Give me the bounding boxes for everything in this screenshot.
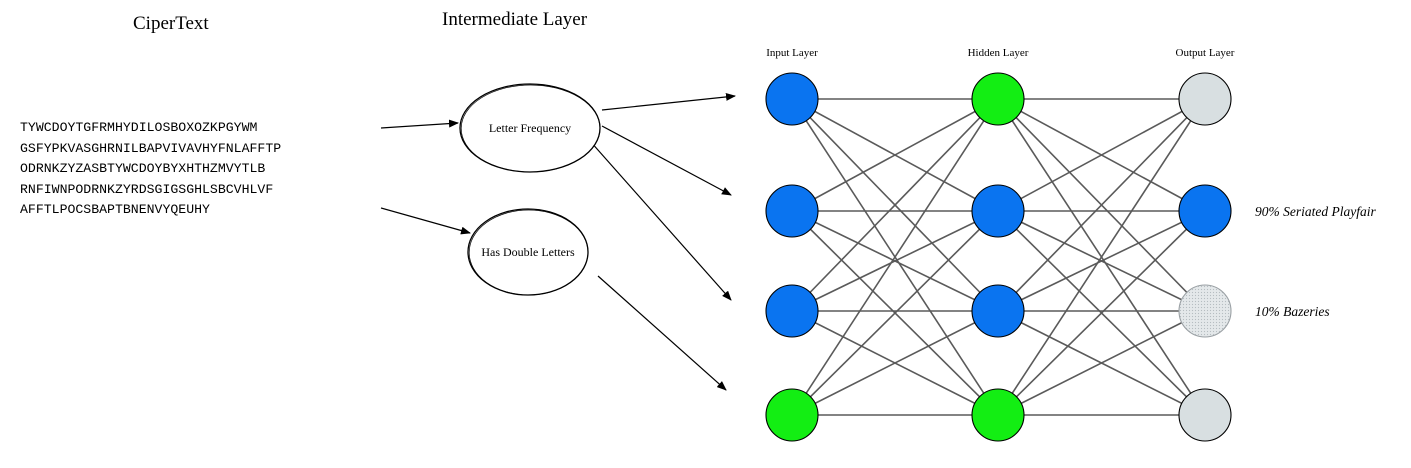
arrow <box>597 275 727 391</box>
ciphertext-line: ODRNKZYZASBTYWCDOYBYXHTHZMVYTLB <box>20 161 266 177</box>
connection-edge <box>997 210 1206 416</box>
feature-node-outline <box>468 209 589 296</box>
network-node <box>765 284 819 338</box>
network-node <box>1178 184 1232 238</box>
connection-edge <box>997 210 1206 312</box>
network-labels: Input Layer Hidden Layer Output Layer 90% S… <box>766 47 1376 319</box>
ciphertext-line: AFFTLPOCSBAPTBNENVYQEUHY <box>20 202 210 218</box>
network-node <box>971 184 1025 238</box>
layer-label: Output Layer <box>1176 47 1235 59</box>
network-node <box>765 184 819 238</box>
connection-edge <box>791 210 999 312</box>
flow-arrows <box>380 92 736 391</box>
connection-edge <box>997 98 1206 212</box>
arrow <box>380 119 459 129</box>
network-node <box>971 284 1025 338</box>
intermediate-layer-title: Intermediate Layer <box>442 9 588 30</box>
feature-label: Letter Frequency <box>489 121 571 135</box>
arrow <box>380 207 471 235</box>
arrow <box>589 140 732 301</box>
network-node <box>1178 284 1232 338</box>
arrow <box>601 92 736 111</box>
layer-label: Hidden Layer <box>968 47 1029 59</box>
network-nodes <box>765 72 1232 442</box>
network-node <box>765 388 819 442</box>
feature-label: Has Double Letters <box>481 245 575 259</box>
network-node <box>765 72 819 126</box>
network-node <box>1178 72 1232 126</box>
network-node <box>971 388 1025 442</box>
connection-edge <box>997 98 1206 312</box>
connection-edge <box>791 98 999 416</box>
connection-edge <box>791 310 999 416</box>
network-connections <box>791 98 1206 416</box>
layer-label: Input Layer <box>766 47 818 59</box>
output-probability-label: 10% Bazeries <box>1255 304 1330 319</box>
connection-edge <box>997 98 1206 416</box>
ciphertext-line: GSFYPKVASGHRNILBAPVIVAVHYFNLAFFTP <box>20 140 282 156</box>
ciphertext-title: CiperText <box>133 13 209 34</box>
feature-node-outline <box>460 84 601 173</box>
network-node <box>1178 388 1232 442</box>
network-node <box>971 72 1025 126</box>
connection-edge <box>997 310 1206 416</box>
output-probability-label: 90% Seriated Playfair <box>1255 204 1376 219</box>
connection-edge <box>791 98 999 312</box>
ciphertext-block: TYWCDOYTGFRMHYDILOSBOXOZKPGYWM GSFYPKVAS… <box>20 118 281 221</box>
connection-edge <box>791 210 999 416</box>
connection-edge <box>791 98 999 212</box>
arrow <box>601 125 732 196</box>
ciphertext-line: TYWCDOYTGFRMHYDILOSBOXOZKPGYWM <box>20 120 258 135</box>
ciphertext-line: RNFIWNPODRNKZYRDSGIGSGHLSBCVHLVF <box>20 181 274 197</box>
